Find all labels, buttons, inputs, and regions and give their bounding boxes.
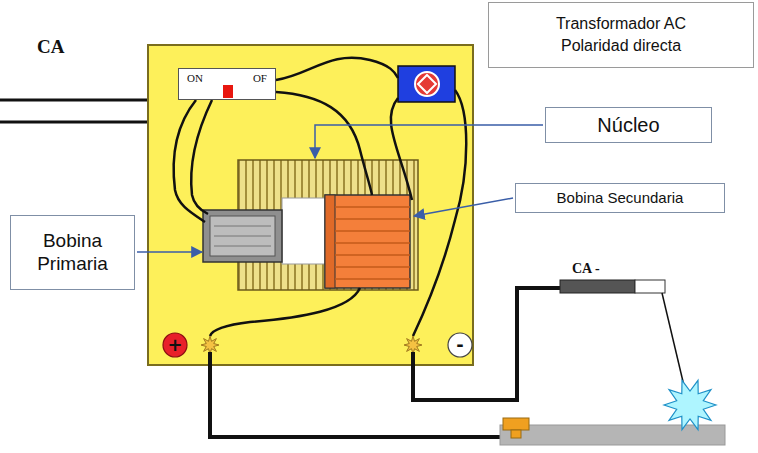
welding-arc [664,380,716,429]
primary-coil [203,210,282,262]
polarity-terminal: + [162,332,188,358]
leader-line [137,125,543,252]
switch-label: ON [187,72,203,84]
callout-box: Bobina Secundaria [515,183,725,213]
secondary-coil [325,195,410,288]
output-terminal [404,336,422,354]
workpiece [500,425,725,445]
switch-label: OF [253,72,267,84]
welding-cable [210,288,560,437]
part-name: Bobina Secundaria [557,189,684,207]
polarity-sign: - [456,336,463,354]
polarity-terminal: - [447,332,473,358]
polarity-sign: + [167,336,182,354]
callout-box: Bobina Primaria [10,215,135,290]
diagram-title: Transformador AC Polaridad directa [536,13,706,56]
supply-label: CA [37,36,64,58]
part-name: Bobina Primaria [19,230,126,276]
part-name: Núcleo [597,113,659,137]
power-switch: ON OF [178,68,276,100]
electrode-holder [560,280,665,293]
callout-box: Núcleo [545,107,712,143]
internal-wiring [174,58,467,336]
breaker-symbol [398,66,455,102]
electrode [662,293,685,390]
output-terminal [201,336,219,354]
polarity-label: CA - [572,261,600,277]
transformer-housing [148,45,473,365]
ground-clamp [503,418,529,438]
title-box: Transformador AC Polaridad directa [488,2,754,68]
switch-lever [223,85,233,98]
